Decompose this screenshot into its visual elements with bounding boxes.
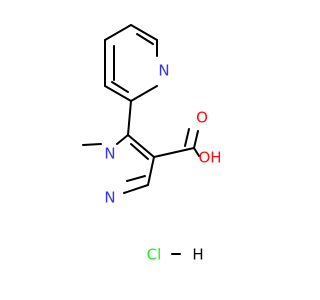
bond	[130, 24, 158, 41]
hydroxyl-label: OH	[198, 149, 221, 167]
pyridine-nitrogen-label: N	[158, 62, 169, 80]
bond	[123, 184, 149, 194]
bond	[130, 85, 158, 102]
bond	[82, 143, 102, 146]
chlorine-label: Cl	[147, 246, 162, 264]
bond	[193, 130, 199, 149]
pyrazole-nitrogen-methyl-label: N	[104, 145, 115, 163]
carbonyl-oxygen-label: O	[196, 109, 208, 127]
bond	[104, 85, 132, 102]
bond	[147, 156, 155, 186]
pyrazole-nitrogen-label: N	[104, 189, 115, 207]
bond	[127, 134, 155, 158]
chemical-structure: N N N O OH Cl H	[82, 24, 222, 264]
bond	[136, 33, 154, 45]
bond-lines	[82, 24, 200, 255]
bond	[130, 143, 149, 160]
bond	[126, 175, 146, 182]
bond	[104, 24, 132, 41]
bond	[116, 134, 129, 145]
atom-labels: N N N O OH Cl H	[104, 62, 221, 264]
bond	[184, 128, 190, 147]
bond	[193, 147, 200, 157]
hydrogen-label: H	[192, 246, 203, 264]
bond	[111, 81, 129, 93]
bond	[153, 147, 195, 158]
bond	[127, 100, 132, 136]
